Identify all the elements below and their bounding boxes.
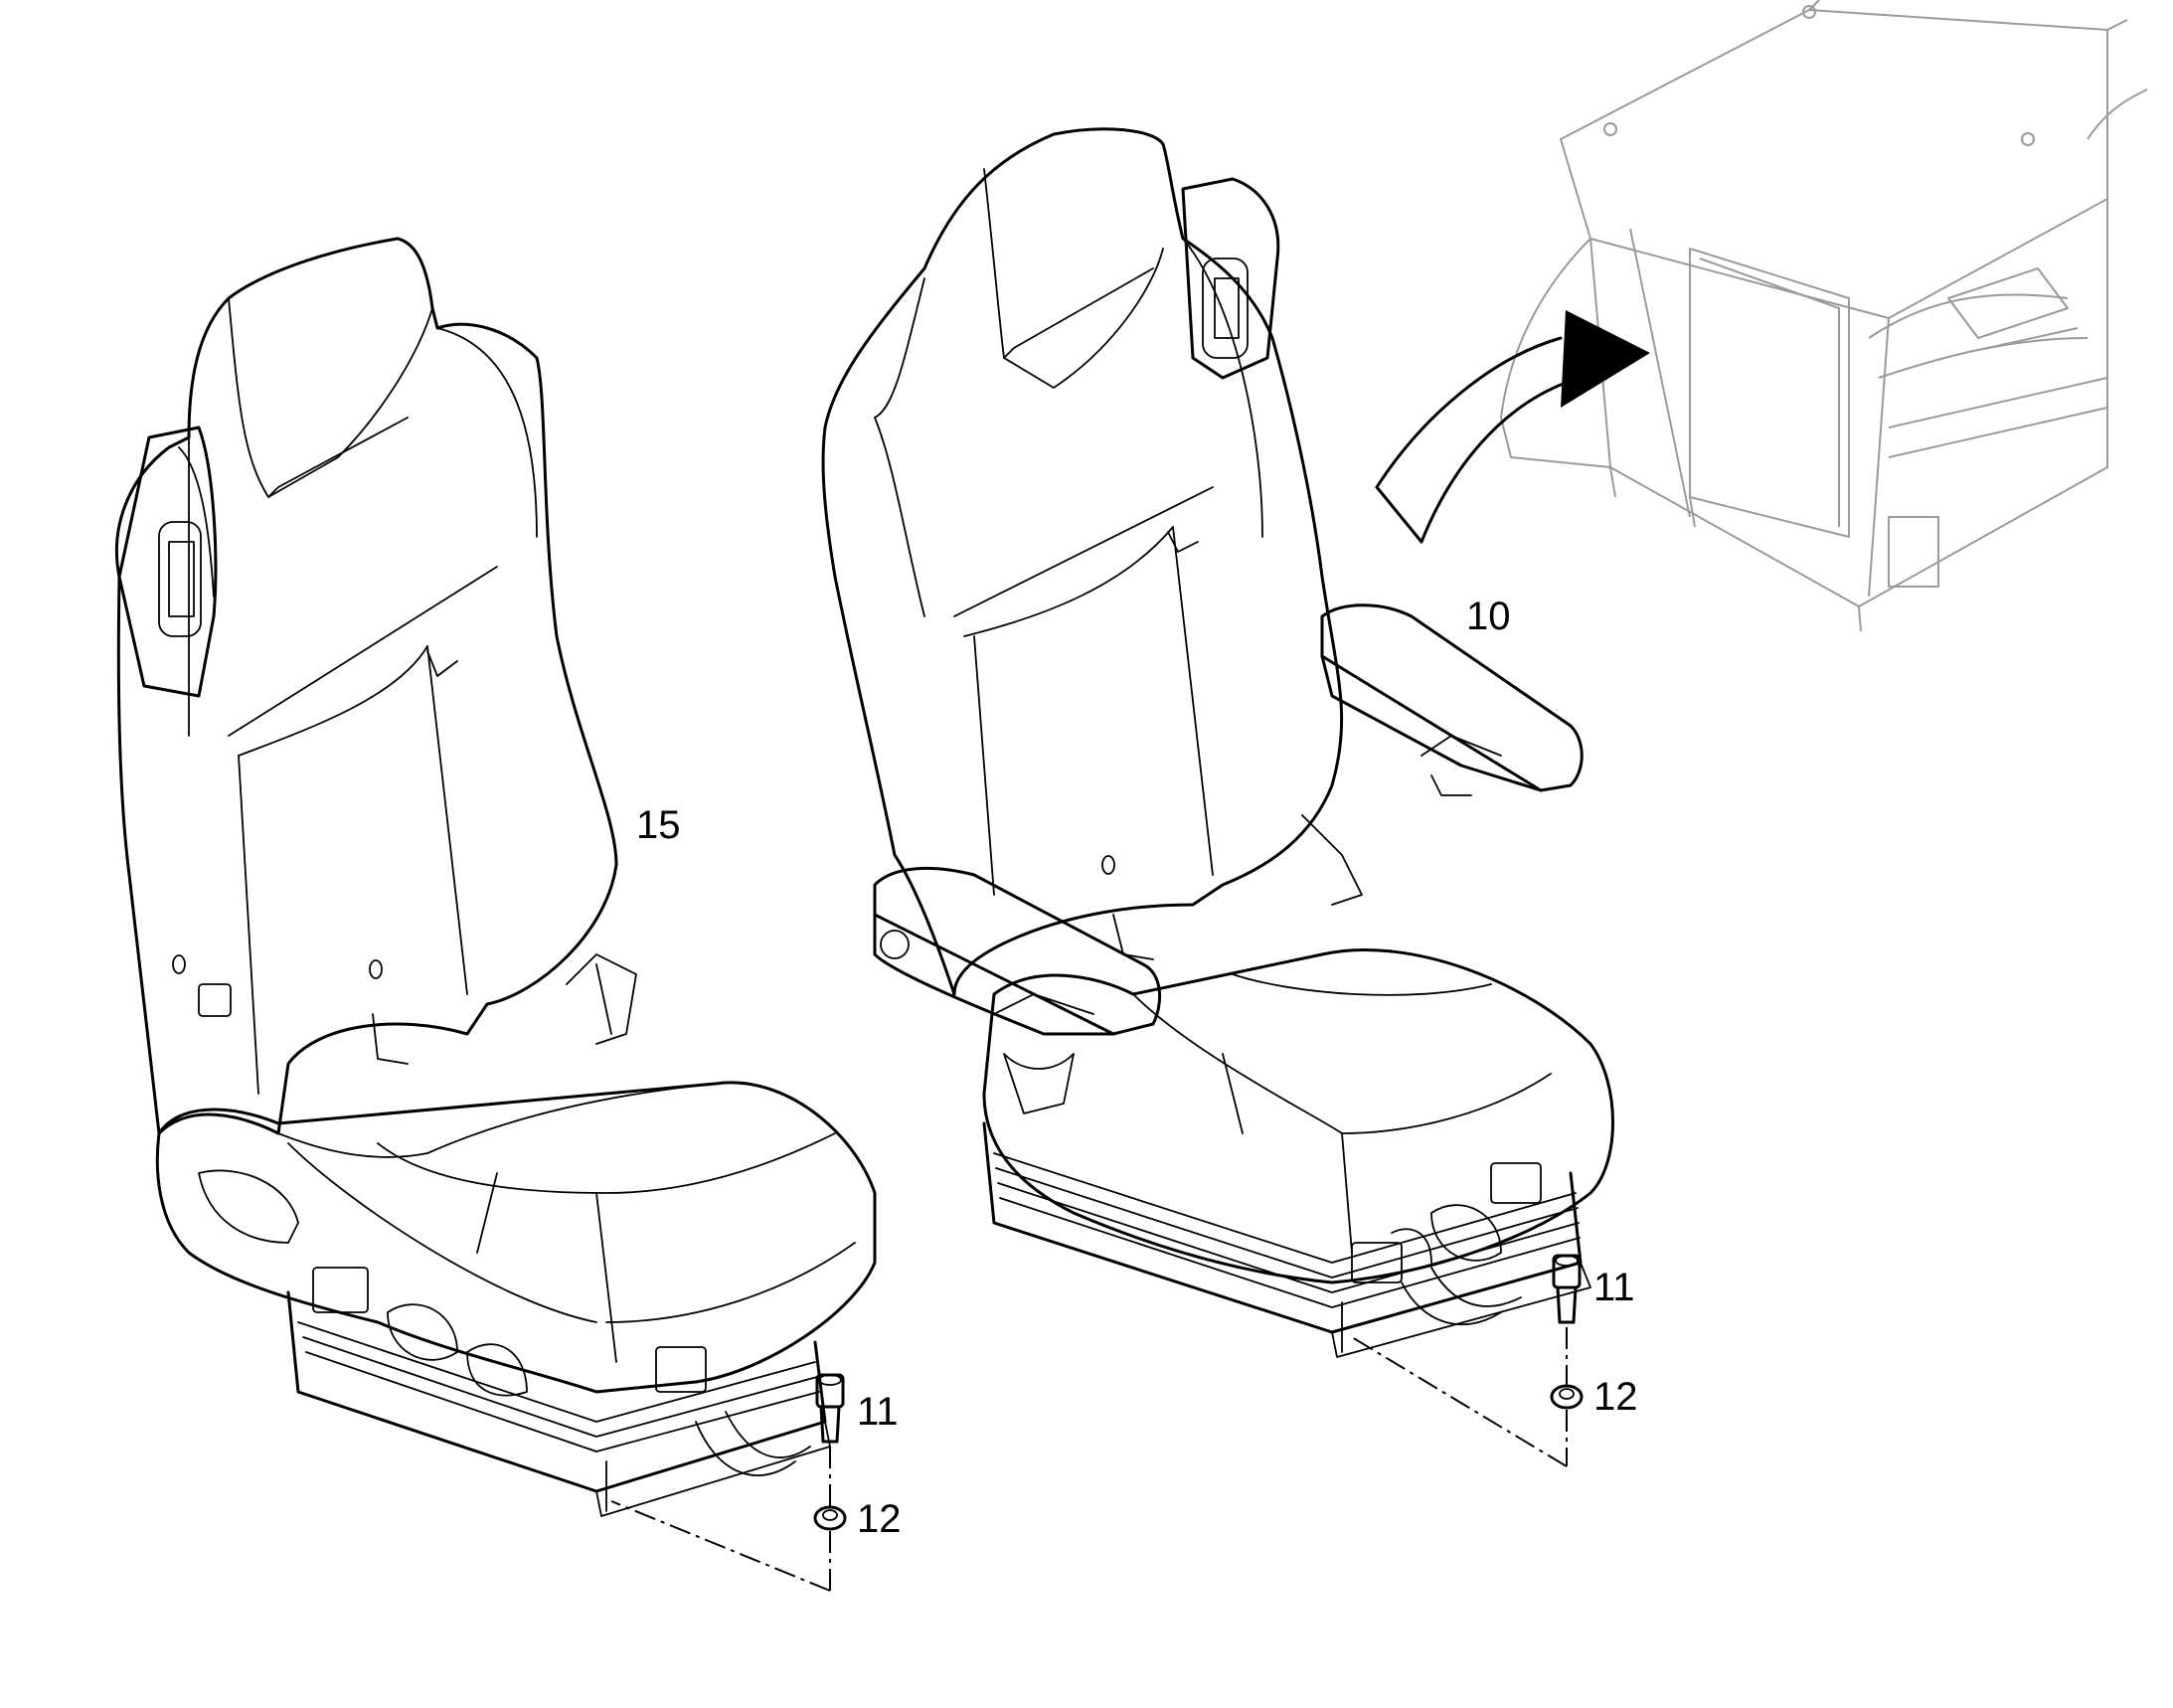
seat-left-backrest <box>114 237 717 1158</box>
seat-right-assembly <box>821 127 1614 1358</box>
armrest-left <box>873 867 1162 1114</box>
callout-11-left: 11 <box>857 1390 899 1434</box>
fastener-left <box>610 1373 847 1592</box>
callout-15: 15 <box>636 803 681 847</box>
seat-right-backrest <box>821 127 1344 996</box>
seat-right-cushion <box>982 948 1614 1284</box>
seat-left-base <box>286 1290 831 1517</box>
callout-12-right: 12 <box>1593 1375 1638 1419</box>
bolt-11-right-icon <box>1552 1254 1582 1324</box>
seat-left-cushion <box>155 1081 877 1397</box>
seat-left-assembly <box>114 237 877 1517</box>
washer-12-right-icon <box>1550 1384 1584 1410</box>
fastener-right <box>1351 1254 1584 1467</box>
bolt-11-left-icon <box>815 1373 845 1444</box>
callout-11-right: 11 <box>1593 1266 1635 1309</box>
washer-12-left-icon <box>813 1505 847 1531</box>
callout-10: 10 <box>1466 595 1511 638</box>
cab-locator-view <box>1500 0 2148 632</box>
callout-12-left: 12 <box>857 1497 902 1541</box>
armrest-right-item-10 <box>1301 603 1584 906</box>
location-arrow-icon <box>1375 310 1650 544</box>
